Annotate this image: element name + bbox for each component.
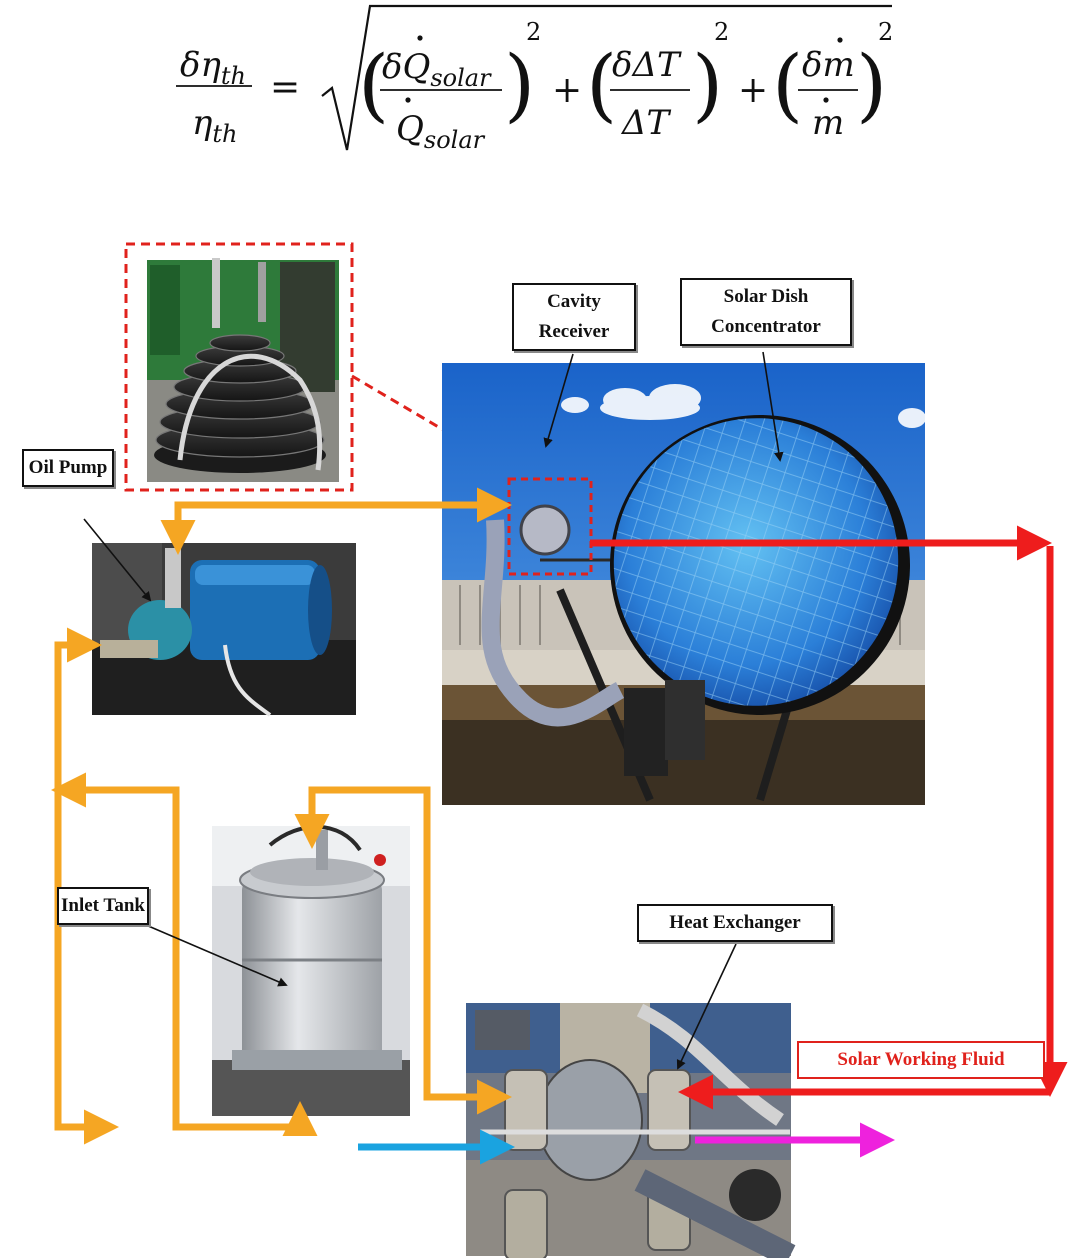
oil-pump-photo — [92, 543, 356, 717]
eq-exp-3: 2 — [878, 18, 893, 46]
cavity-receiver-label: Cavity Receiver — [512, 283, 636, 351]
eq-paren-close-3: ) — [856, 38, 887, 131]
eq-lhs-denominator: ηth — [192, 103, 237, 148]
exchanger-core — [537, 1059, 643, 1181]
eq-sqrt-sign — [321, 4, 892, 151]
solar-working-fluid-label: Solar Working Fluid — [797, 1041, 1045, 1079]
cavity-receiver-photo — [147, 258, 339, 482]
eq-exp-1: 2 — [526, 18, 541, 46]
eq-paren-close-2: ) — [692, 38, 723, 131]
tank-body — [242, 880, 382, 1060]
heat-exchanger-label: Heat Exchanger — [637, 904, 833, 942]
eq-plus-2: + — [738, 70, 768, 111]
coil-receiver — [154, 334, 326, 473]
eq-equals: = — [270, 67, 300, 108]
eq-t2-denominator: ΔT — [620, 103, 672, 143]
heat-exchanger-photo — [466, 1003, 796, 1258]
eq-t1-denominator: Qsolar — [396, 109, 486, 154]
eq-exp-2: 2 — [714, 18, 729, 46]
solar-dish-photo — [442, 363, 926, 805]
eq-plus-1: + — [552, 70, 582, 111]
inlet-tank-photo — [212, 824, 410, 1116]
eq-lhs-numerator: δηth — [180, 45, 246, 90]
cloud — [561, 384, 926, 428]
eq-t1-numerator: δQsolar — [382, 47, 492, 92]
eq-paren-open-3: ( — [772, 38, 803, 131]
callout-pointers — [83, 351, 784, 1070]
eq-t2-numerator: δΔT — [612, 45, 682, 85]
inlet-tank-label: Inlet Tank — [57, 887, 149, 925]
eq-t3-denominator: m — [812, 103, 844, 143]
eq-paren-open-2: ( — [586, 38, 617, 131]
eq-paren-open-1: ( — [358, 38, 389, 131]
oil-loop-lines — [51, 487, 512, 1145]
eq-paren-close-1: ) — [504, 38, 535, 131]
eq-t3-numerator: δm — [802, 45, 855, 85]
uncertainty-equation: δηth ηth = ( δQsolar Qsolar ) 2 + ( δΔT … — [176, 4, 893, 154]
solar-dish-concentrator-label: Solar Dish Concentrator — [680, 278, 852, 346]
hot-fluid-lines — [590, 525, 1068, 1110]
oil-pump-label: Oil Pump — [22, 449, 114, 487]
